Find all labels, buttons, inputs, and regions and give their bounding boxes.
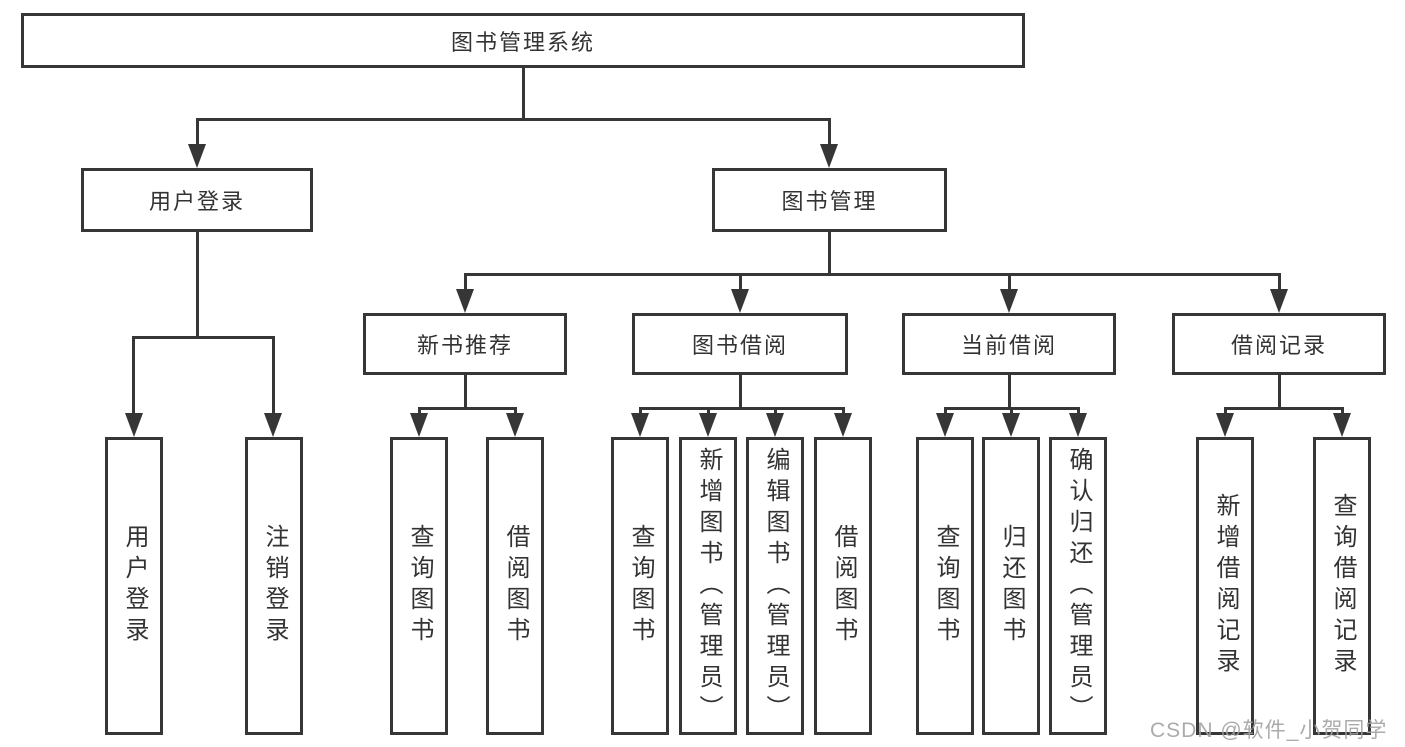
connector-line (1077, 407, 1080, 415)
arrow-down-icon (1000, 289, 1018, 313)
arrow-down-icon (1333, 413, 1351, 437)
node-book-management: 图书管理 (712, 168, 947, 232)
arrow-down-icon (1216, 413, 1234, 437)
node-leaf-recommend-query-books: 查询图书 (390, 437, 448, 735)
node-label: 借阅图书 (830, 524, 857, 648)
arrow-down-icon (188, 144, 206, 168)
connector-line (418, 407, 517, 410)
connector-line (1278, 273, 1281, 291)
connector-line (739, 273, 742, 291)
connector-line (1341, 407, 1344, 415)
node-user-login: 用户登录 (81, 168, 313, 232)
node-leaf-confirm-return-admin: 确认归还（管理员） (1049, 437, 1107, 735)
arrow-down-icon (631, 413, 649, 437)
connector-line (464, 273, 467, 291)
node-label: 借阅图书 (502, 524, 529, 648)
connector-line (196, 118, 831, 121)
node-label: 图书管理 (781, 189, 878, 214)
arrow-down-icon (264, 413, 282, 437)
node-leaf-borrowing-query-books: 查询图书 (611, 437, 669, 735)
arrow-down-icon (125, 413, 143, 437)
node-leaf-user-login: 用户登录 (105, 437, 163, 735)
connector-line (1008, 273, 1011, 291)
connector-line (639, 407, 845, 410)
node-leaf-logout: 注销登录 (245, 437, 303, 735)
node-leaf-add-borrow-record: 新增借阅记录 (1196, 437, 1254, 735)
connector-line (1278, 375, 1281, 407)
node-label: 查询图书 (627, 524, 654, 648)
node-label: 用户登录 (148, 189, 245, 214)
node-leaf-query-borrow-record: 查询借阅记录 (1313, 437, 1371, 735)
connector-line (1224, 407, 1227, 415)
connector-line (1008, 375, 1011, 407)
connector-line (522, 67, 525, 118)
arrow-down-icon (1270, 289, 1288, 313)
node-label: 确认归还（管理员） (1065, 446, 1092, 726)
connector-line (514, 407, 517, 415)
node-label: 图书管理系统 (450, 29, 595, 55)
arrow-down-icon (699, 413, 717, 437)
connector-line (707, 407, 710, 415)
connector-line (828, 118, 831, 146)
node-label: 图书借阅 (691, 333, 788, 358)
node-label: 查询借阅记录 (1329, 493, 1356, 679)
arrow-down-icon (936, 413, 954, 437)
connector-line (132, 336, 275, 339)
arrow-down-icon (456, 289, 474, 313)
node-leaf-edit-books-admin: 编辑图书（管理员） (746, 437, 804, 735)
arrow-down-icon (834, 413, 852, 437)
connector-line (739, 375, 742, 407)
connector-line (944, 407, 947, 415)
node-label: 编辑图书（管理员） (762, 446, 789, 726)
node-leaf-current-query-books: 查询图书 (916, 437, 974, 735)
node-label: 新增图书（管理员） (695, 446, 722, 726)
connector-line (842, 407, 845, 415)
connector-line (196, 118, 199, 146)
arrow-down-icon (820, 144, 838, 168)
node-label: 用户登录 (121, 524, 148, 648)
node-label: 归还图书 (998, 524, 1025, 648)
node-label: 当前借阅 (960, 333, 1057, 358)
node-label: 新书推荐 (416, 333, 513, 358)
connector-line (464, 273, 1281, 276)
node-leaf-recommend-borrow-books: 借阅图书 (486, 437, 544, 735)
arrow-down-icon (1069, 413, 1087, 437)
node-label: 借阅记录 (1230, 333, 1327, 358)
node-book-borrowing: 图书借阅 (632, 313, 848, 375)
node-library-system: 图书管理系统 (21, 13, 1025, 68)
connector-line (196, 232, 199, 336)
connector-line (418, 407, 421, 415)
node-label: 查询图书 (932, 524, 959, 648)
node-label: 新增借阅记录 (1212, 493, 1239, 679)
connector-line (1010, 407, 1013, 415)
connector-line (828, 232, 831, 273)
node-label: 注销登录 (261, 524, 288, 648)
connector-line (639, 407, 642, 415)
arrow-down-icon (766, 413, 784, 437)
arrow-down-icon (731, 289, 749, 313)
node-leaf-borrowing-borrow-books: 借阅图书 (814, 437, 872, 735)
node-label: 查询图书 (406, 524, 433, 648)
node-new-book-recommend: 新书推荐 (363, 313, 567, 375)
node-borrow-records: 借阅记录 (1172, 313, 1386, 375)
connector-line (774, 407, 777, 415)
node-leaf-add-books-admin: 新增图书（管理员） (679, 437, 737, 735)
connector-line (272, 336, 275, 414)
node-leaf-return-books: 归还图书 (982, 437, 1040, 735)
connector-line (464, 375, 467, 407)
node-current-borrowing: 当前借阅 (902, 313, 1116, 375)
csdn-watermark: CSDN @软件_小贺同学 (1150, 719, 1388, 742)
arrow-down-icon (506, 413, 524, 437)
arrow-down-icon (410, 413, 428, 437)
arrow-down-icon (1002, 413, 1020, 437)
connector-line (132, 336, 135, 414)
connector-line (1224, 407, 1344, 410)
